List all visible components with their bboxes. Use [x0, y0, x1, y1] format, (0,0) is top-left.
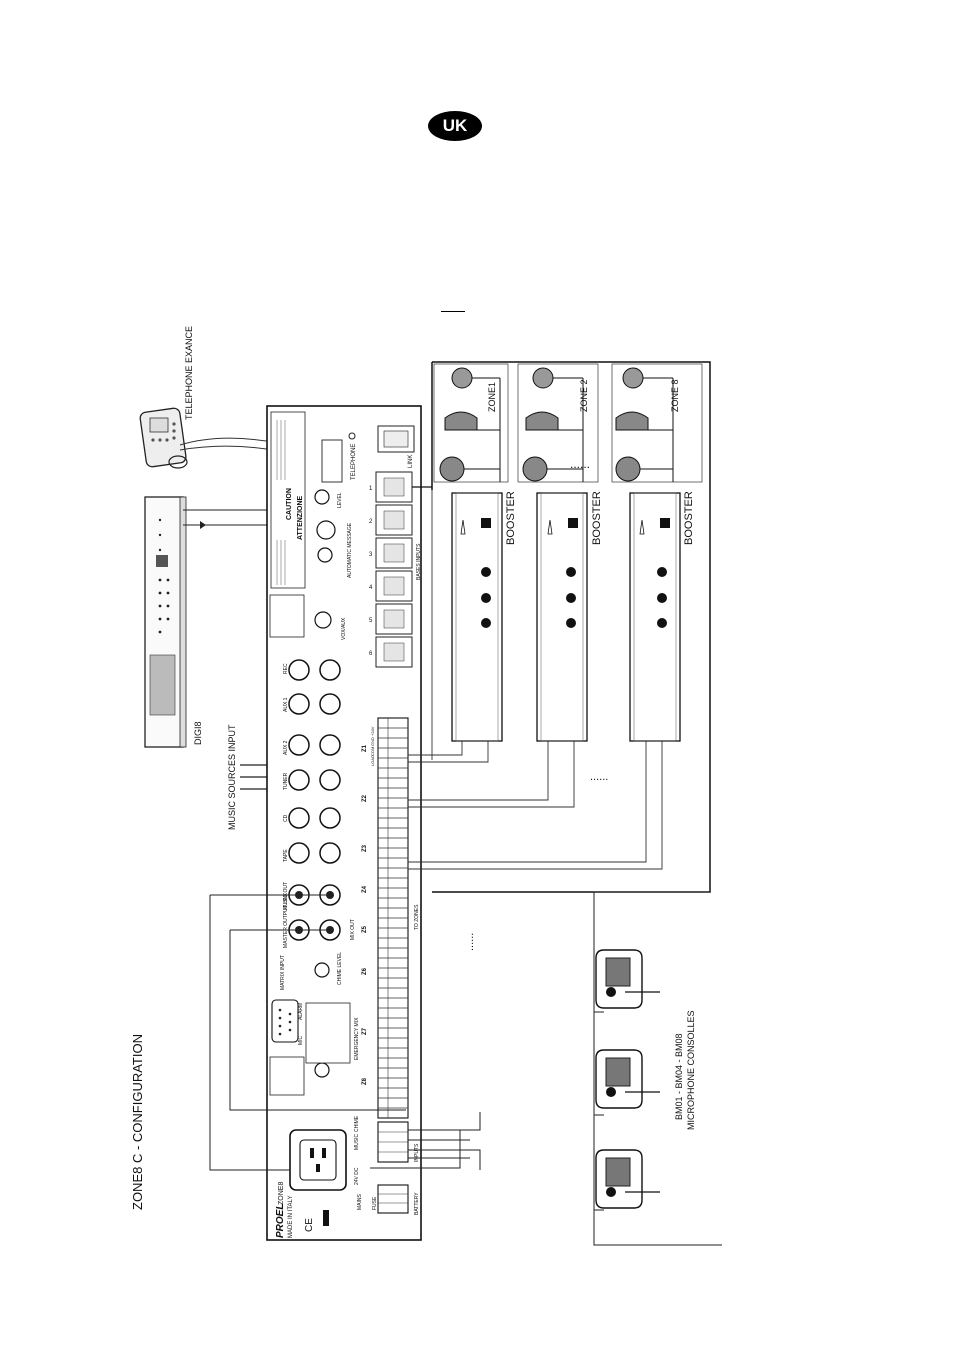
mic-label: MIC — [298, 1035, 304, 1045]
base-port-4: 4 — [369, 585, 373, 591]
zone-pin-z6: Z6 — [362, 967, 368, 975]
made-in-label: MADE IN ITALY — [288, 1196, 294, 1238]
automatic-message-label: AUTOMATIC MESSAGE — [347, 522, 353, 578]
booster-label-3: BOOSTER — [683, 491, 695, 545]
matrix-input-label: MATRIX INPUT — [280, 955, 286, 990]
level-label: LEVEL — [337, 492, 343, 508]
chime-input-label: CHIME — [354, 1115, 360, 1132]
zone-speakers: ...... — [439, 367, 674, 482]
mic-consoles-label: MICROPHONE CONSOLLES — [686, 1010, 696, 1130]
zone-pin-z2: Z2 — [362, 794, 368, 802]
emergency-mix-label: EMERGENCY MIX — [354, 1017, 360, 1060]
base-port-2: 2 — [369, 519, 373, 525]
zone-pin-z8: Z8 — [362, 1077, 368, 1085]
zone-pin-z7: Z7 — [362, 1027, 368, 1035]
booster-label-1: BOOSTER — [505, 491, 517, 545]
chime-level-label: CHIME LEVEL — [337, 952, 343, 985]
cd-label: CD — [283, 814, 289, 822]
mix-out-label: MIX OUT — [350, 919, 356, 940]
svg-text:......: ...... — [464, 933, 476, 951]
mic-models-label: BM01 - BM04 - BM08 — [674, 1033, 684, 1120]
uk-language-badge: UK — [428, 111, 482, 141]
music-out-label: MUSIC OUT — [283, 882, 289, 910]
base-port-6: 6 — [369, 651, 373, 657]
svg-text:......: ...... — [570, 457, 590, 471]
alarm-label: ALARM — [298, 1003, 304, 1020]
svg-text:......: ...... — [590, 771, 608, 783]
telephone-label: TELEPHONE EXANCE — [184, 326, 194, 420]
terminal-label-com: COM — [370, 747, 375, 756]
mains-label: MAINS — [357, 1194, 363, 1211]
bases-inputs-label: BASES INPUTS — [416, 543, 422, 580]
caution-label: CAUTION — [286, 488, 293, 520]
zones-enclosure — [431, 361, 711, 893]
link-label: LINK — [408, 455, 414, 468]
mic-bus-wiring — [209, 891, 722, 1246]
base-port-5: 5 — [369, 618, 373, 624]
aux2-label: AUX 2 — [283, 740, 289, 755]
music-input-label: MUSIC — [354, 1134, 360, 1151]
tuner-label: TUNER — [283, 772, 289, 790]
to-zones-label: TO ZONES — [414, 904, 420, 930]
inputs-label: INPUTS — [414, 1143, 420, 1162]
brand-label: PROEL — [275, 1204, 286, 1238]
terminal-label-24v: +24V — [370, 726, 375, 736]
zone8-panel: CAUTION ATTENZIONE LINK TELEPHONE LEVEL … — [266, 405, 422, 1241]
zone-pin-z5: Z5 — [362, 925, 368, 933]
digi8-label: DIGI8 — [193, 721, 203, 745]
aux1-label: AUX 1 — [283, 697, 289, 712]
telephone-port-label: TELEPHONE — [351, 444, 357, 480]
booster-label-2: BOOSTER — [591, 491, 603, 545]
dc-label: 24V DC — [354, 1167, 360, 1185]
zone-label-2: ZONE 2 — [579, 379, 589, 412]
battery-label: BATTERY — [414, 1192, 420, 1215]
base-port-1: 1 — [369, 486, 373, 492]
music-sources-label: MUSIC SOURCES INPUT — [227, 724, 237, 830]
zone-terminal-strip — [377, 717, 409, 1119]
master-output-link-label: MASTER OUTPUT LINK — [283, 892, 289, 948]
terminal-label-gnd: GND — [370, 737, 375, 746]
zone-pin-z1: Z1 — [362, 744, 368, 752]
zone-pin-z4: Z4 — [362, 885, 368, 893]
model-label: ZONE8 — [278, 1182, 285, 1205]
rca-jacks — [288, 659, 341, 941]
vox-aux-label: VOX/AUX — [341, 617, 347, 640]
bases-input-ports — [375, 471, 413, 668]
zone-pin-z3: Z3 — [362, 844, 368, 852]
rec-label: REC — [283, 663, 289, 674]
terminal-label-load: LOAD — [370, 755, 375, 766]
ce-mark: CE — [304, 1218, 315, 1232]
header-rule — [441, 311, 465, 312]
zone-label-1: ZONE1 — [487, 382, 497, 412]
zone-label-8: ZONE 8 — [670, 379, 680, 412]
diagram-title: ZONE8 C - CONFIGURATION — [130, 1034, 145, 1210]
digi8-unit — [144, 496, 320, 748]
fuse-label: FUSE — [372, 1196, 378, 1210]
zone-wiring — [408, 490, 663, 870]
tape-label: TAPE — [283, 849, 289, 862]
attenzione-label: ATTENZIONE — [297, 495, 304, 540]
base-port-3: 3 — [369, 552, 373, 558]
booster-units — [451, 492, 681, 742]
mic-console-units — [595, 949, 660, 1209]
